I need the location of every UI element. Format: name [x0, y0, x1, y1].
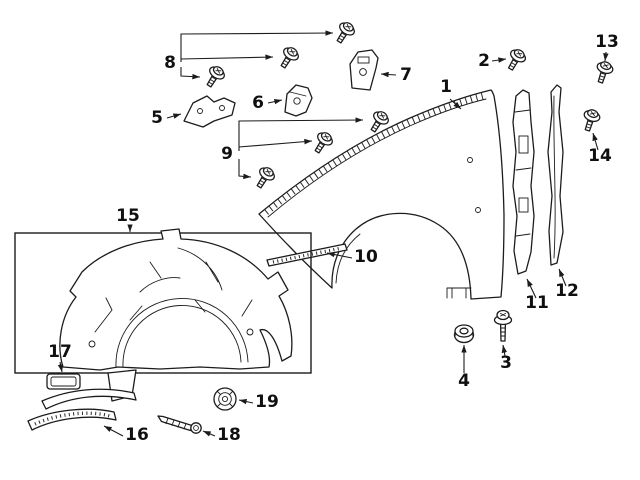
leader-line-part-8-2: [180, 54, 274, 60]
part-label-12: 12: [555, 281, 579, 301]
leader-line-part-17: [57, 361, 64, 373]
leader-line-part-3: [501, 344, 508, 357]
part-label-10: 10: [354, 247, 378, 267]
leader-line-part-9-2: [238, 138, 313, 148]
part-label-7: 7: [400, 65, 412, 85]
leader-line-part-11: [526, 278, 537, 299]
fender-rear-bracket: [512, 89, 535, 275]
leader-line-part-19: [238, 398, 254, 405]
grommet-19: [213, 387, 237, 411]
screw-14: [579, 107, 603, 134]
leader-line-part-5: [166, 113, 182, 119]
mounting-bracket-6: [284, 84, 313, 117]
mounting-bracket-5: [183, 95, 236, 128]
bolt-18: [157, 415, 202, 434]
part-label-16: 16: [125, 425, 149, 445]
screw-9-c: [251, 163, 278, 192]
leader-line-part-8-3: [180, 67, 201, 80]
leader-line-part-9-1: [238, 117, 364, 151]
screw-8-c: [201, 62, 228, 91]
screw-9-b: [309, 128, 336, 157]
flange-bolt-3: [493, 309, 513, 342]
leader-line-part-16: [103, 425, 124, 437]
leader-line-part-13: [603, 51, 609, 62]
leader-line-part-12: [558, 268, 567, 287]
fender-liner: [59, 228, 293, 402]
part-label-19: 19: [255, 392, 279, 412]
lower-strip-mid: [41, 388, 137, 410]
leader-line-part-2: [491, 57, 507, 63]
leader-line-part-8-1: [180, 30, 334, 62]
leader-line-part-1: [449, 98, 462, 110]
pad-17: [46, 373, 81, 390]
screw-2: [502, 46, 529, 74]
part-label-8: 8: [164, 53, 176, 73]
part-label-6: 6: [252, 93, 264, 113]
screw-13: [592, 59, 616, 86]
sill-strip-16: [27, 408, 117, 431]
mounting-bracket-7: [349, 49, 379, 91]
leader-line-part-7: [380, 71, 397, 78]
nut-4: [453, 324, 475, 344]
part-label-4: 4: [458, 371, 470, 391]
part-label-2: 2: [478, 51, 490, 71]
leader-line-part-10: [326, 251, 353, 259]
leader-line-part-18: [202, 430, 216, 437]
leader-line-part-14: [592, 132, 599, 151]
part-label-13: 13: [595, 32, 619, 52]
part-label-15: 15: [116, 206, 140, 226]
part-label-3: 3: [500, 353, 512, 373]
part-label-14: 14: [588, 146, 612, 166]
part-label-1: 1: [440, 77, 452, 97]
part-label-18: 18: [217, 425, 241, 445]
leader-lines-layer: [57, 30, 609, 437]
leader-line-part-6: [267, 98, 283, 105]
part-label-5: 5: [151, 108, 163, 128]
part-label-17: 17: [48, 342, 72, 362]
screw-8-a: [331, 18, 358, 47]
leader-line-part-9-3: [238, 159, 252, 180]
screw-8-b: [275, 43, 302, 72]
seal-strip-10: [266, 243, 348, 267]
fender-molding-strip: [547, 84, 564, 266]
part-label-11: 11: [525, 293, 549, 313]
part-label-9: 9: [221, 144, 233, 164]
